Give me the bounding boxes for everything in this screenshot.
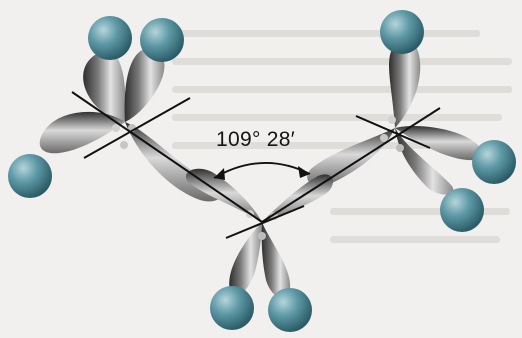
small-lobe bbox=[380, 134, 388, 142]
orbital-lobe bbox=[83, 50, 126, 122]
orbital-lobe bbox=[307, 128, 395, 187]
orbital-lobe bbox=[395, 126, 483, 161]
hydrogen-atom bbox=[268, 288, 312, 332]
hydrogen-atom bbox=[440, 188, 484, 232]
small-lobe bbox=[258, 232, 266, 240]
orbital-lobe bbox=[229, 222, 262, 296]
orbital-lobe bbox=[39, 111, 125, 154]
arrowhead-left-icon bbox=[214, 168, 225, 180]
hydrogen-atom bbox=[8, 154, 52, 198]
small-lobe bbox=[120, 141, 128, 149]
small-lobe bbox=[388, 116, 396, 124]
orbital-lobe bbox=[261, 222, 291, 298]
left-bond-axis bbox=[71, 91, 263, 223]
right-carbon-group bbox=[307, 10, 516, 232]
hydrogen-atom bbox=[472, 140, 516, 184]
bond-angle-label: 109° 28′ bbox=[216, 128, 295, 151]
bond-axis-lines bbox=[71, 91, 441, 239]
central-carbon-group bbox=[185, 168, 333, 332]
left-cross-axis bbox=[83, 97, 191, 159]
orbital-lobe bbox=[395, 128, 454, 195]
hydrogen-atom bbox=[380, 10, 424, 54]
hydrogen-atom bbox=[140, 18, 184, 62]
orbital-lobe bbox=[389, 39, 421, 128]
center-cross-axis bbox=[225, 205, 305, 239]
small-lobe bbox=[112, 124, 120, 132]
right-cross-axis bbox=[355, 115, 431, 149]
hydrogen-atom bbox=[88, 16, 132, 60]
orbital-lobe bbox=[124, 48, 165, 122]
arrowhead-right-icon bbox=[298, 166, 310, 178]
bond-angle-arc bbox=[213, 162, 311, 180]
hydrogen-atom bbox=[210, 286, 254, 330]
small-lobe bbox=[396, 144, 404, 152]
right-bond-axis bbox=[261, 107, 441, 223]
